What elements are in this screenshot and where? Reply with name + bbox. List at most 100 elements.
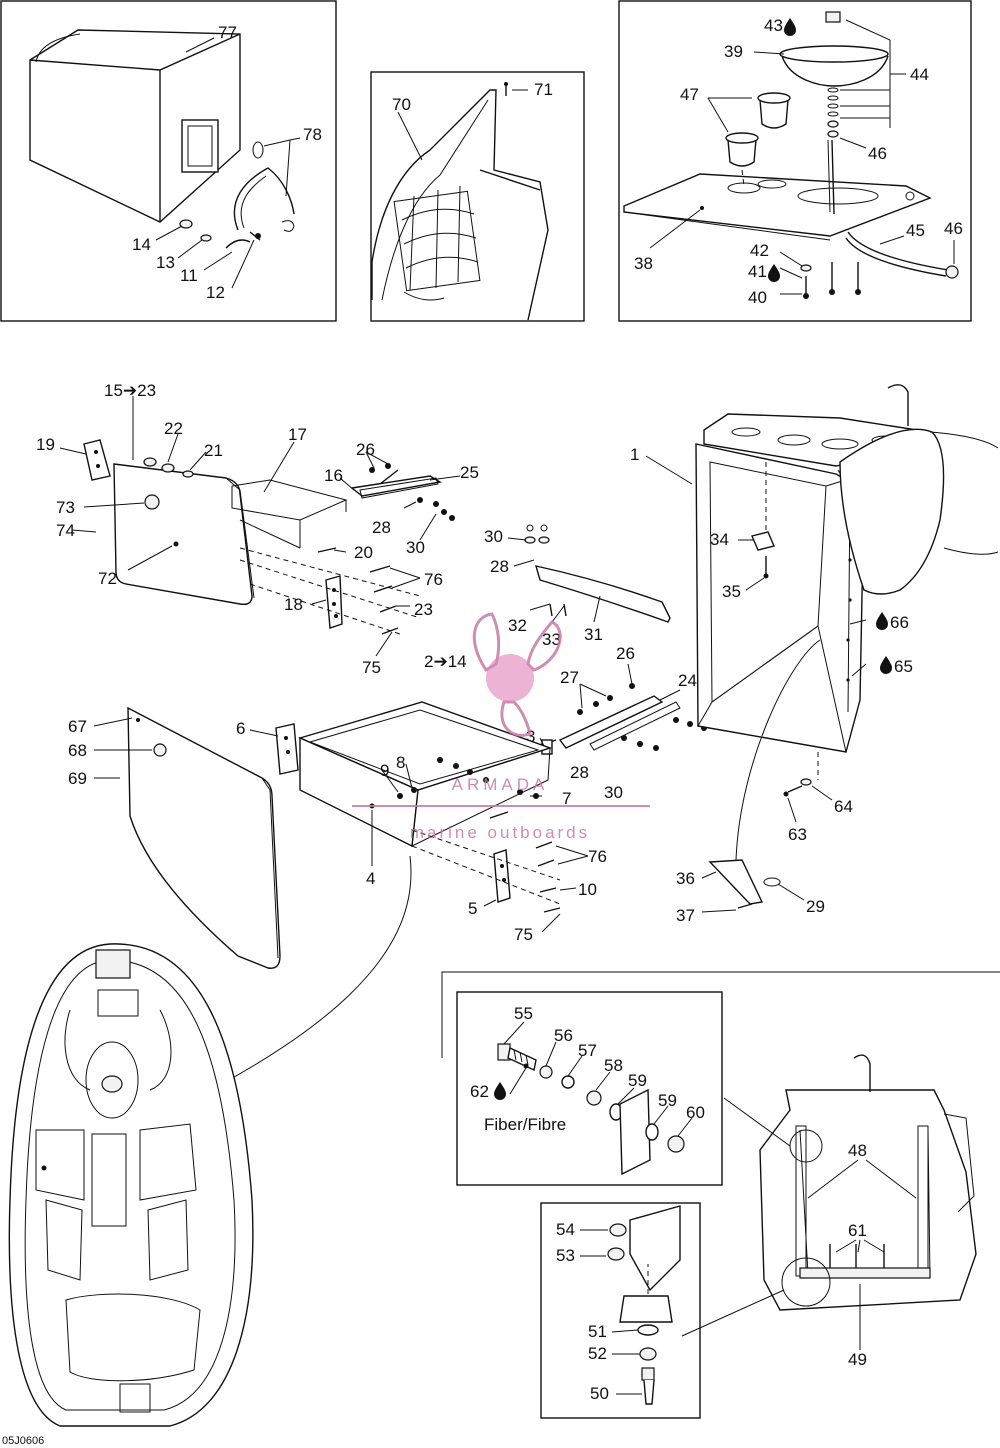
cabinet-body	[695, 443, 865, 753]
label-70: 70	[392, 95, 411, 114]
upper-guide-lines	[239, 547, 421, 635]
frame-faucet	[853, 1054, 871, 1092]
cabinet-leaders	[645, 455, 867, 913]
side-panel	[127, 706, 281, 969]
label-32: 32	[508, 616, 527, 635]
lower-guide-lines	[411, 829, 561, 905]
label-76b: 76	[588, 847, 607, 866]
label-76: 76	[424, 570, 443, 589]
rod-holder-panel-frame	[370, 71, 585, 322]
label-6: 6	[236, 719, 245, 738]
center-slat	[524, 524, 671, 623]
label-14: 14	[132, 235, 151, 254]
label-77: 77	[218, 23, 237, 42]
sealant-drop-icon	[494, 1082, 506, 1100]
cooler-panel-frame	[0, 0, 337, 322]
hull-bow-hatch	[95, 949, 131, 979]
label-46b: 46	[944, 219, 963, 238]
sealant-drop-icon	[768, 264, 780, 282]
label-75b: 75	[514, 925, 533, 944]
sink-top-panel: 43 39 44 47 46 38 42 41 40 45 46	[618, 0, 972, 322]
watermark-brand: ARMADA	[452, 775, 549, 794]
lower-left-bracket	[275, 723, 299, 775]
label-26: 26	[356, 440, 375, 459]
cooler-box	[29, 29, 241, 223]
label-67: 67	[68, 717, 87, 736]
sealant-drop-icon	[784, 18, 796, 36]
sink-leaders	[649, 19, 955, 295]
rod-holder-basket	[371, 89, 549, 321]
label-24: 24	[678, 671, 697, 690]
label-21: 21	[204, 441, 223, 460]
sink-basin	[779, 11, 889, 87]
label-59b: 59	[658, 1091, 677, 1110]
watermark-tagline: marine outboards	[410, 823, 590, 842]
label-5: 5	[468, 899, 477, 918]
label-9: 9	[380, 761, 389, 780]
upper-leaders	[59, 396, 461, 657]
label-10: 10	[578, 880, 597, 899]
label-7: 7	[562, 789, 571, 808]
label-16: 16	[324, 466, 343, 485]
cooler-strap	[233, 141, 295, 232]
sink-fittings	[827, 87, 839, 215]
sink-top-panel-frame	[618, 0, 972, 322]
label-49: 49	[848, 1350, 867, 1369]
label-52: 52	[588, 1344, 607, 1363]
label-46: 46	[868, 144, 887, 163]
mount-leaders	[580, 1229, 642, 1395]
label-39: 39	[724, 42, 743, 61]
upper-drawer-front	[113, 463, 255, 606]
upper-side-bracket	[325, 575, 343, 629]
hardware-detail-frame	[456, 991, 723, 1186]
label-28: 28	[372, 518, 391, 537]
mount-fiber-panel	[629, 1205, 681, 1292]
label-23: 23	[414, 600, 433, 619]
diagram-code: 05J0606	[2, 1435, 44, 1447]
upper-drawer-assembly: 15➔23 22 21 17 19 26 16 25 73 74 72 20 7…	[36, 381, 479, 677]
center-slides	[541, 683, 707, 755]
label-19: 19	[36, 435, 55, 454]
sealant-drop-icon	[880, 656, 892, 674]
label-29: 29	[806, 897, 825, 916]
label-17: 17	[288, 425, 307, 444]
lower-drawer-assembly: 67 68 69 6 9 8 28 7 30 4 76 10 5 75	[37, 701, 623, 1171]
label-60: 60	[686, 1103, 705, 1122]
label-11: 11	[180, 266, 198, 285]
label-33: 33	[542, 630, 561, 649]
label-58: 58	[604, 1056, 623, 1075]
label-26b: 26	[616, 644, 635, 663]
detail-bolt	[497, 1043, 537, 1072]
label-62: 62	[470, 1082, 489, 1101]
label-37: 37	[676, 906, 695, 925]
label-72: 72	[98, 569, 117, 588]
label-78: 78	[303, 125, 322, 144]
label-2-14: 2➔14	[424, 652, 467, 671]
label-27: 27	[560, 668, 579, 687]
label-75: 75	[362, 658, 381, 677]
label-65: 65	[894, 657, 913, 676]
frame-leaders	[807, 1159, 917, 1350]
lower-hardware	[397, 757, 561, 913]
rod-holder-panel: 70 71	[370, 71, 585, 322]
label-54: 54	[556, 1220, 575, 1239]
label-30b: 30	[484, 527, 503, 546]
label-8: 8	[396, 753, 405, 772]
label-73: 73	[56, 498, 75, 517]
cabinet-faucet	[887, 384, 909, 426]
drawer-lock	[144, 494, 160, 510]
rod-holder-leader	[397, 111, 423, 161]
label-15-23: 15➔23	[104, 381, 156, 400]
label-4: 4	[366, 869, 375, 888]
label-40: 40	[748, 288, 767, 307]
label-48: 48	[848, 1141, 867, 1160]
side-panel-lock	[153, 743, 167, 757]
label-18: 18	[284, 595, 303, 614]
label-42: 42	[750, 241, 769, 260]
label-43: 43	[764, 16, 783, 35]
cabinet-hardware	[751, 462, 819, 797]
label-30: 30	[406, 538, 425, 557]
label-20: 20	[354, 543, 373, 562]
drain-hose	[845, 231, 959, 279]
upper-drawer-slide	[350, 469, 442, 499]
